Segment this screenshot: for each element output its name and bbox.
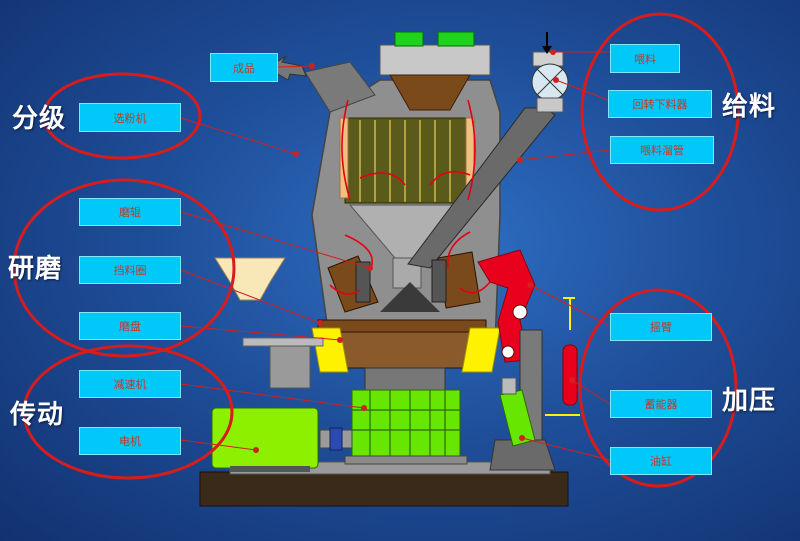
reducer-base <box>364 367 446 391</box>
ellipse-feed <box>580 12 740 212</box>
label-classifier: 选粉机 <box>79 103 181 132</box>
label-rocker-arm: 摇臂 <box>610 313 712 341</box>
label-feed-material: 喂料 <box>610 44 680 73</box>
ellipse-drive <box>22 344 234 480</box>
motor <box>211 407 319 469</box>
product-duct <box>304 61 376 113</box>
roller-hub-right <box>431 259 447 303</box>
group-pressure-label: 加压 <box>722 386 777 416</box>
ellipse-classify <box>42 72 202 160</box>
housing-top <box>379 44 491 76</box>
group-feed-label: 给料 <box>722 92 777 122</box>
label-accumulator: 蓄能器 <box>610 390 712 418</box>
label-roller: 磨辊 <box>79 198 181 226</box>
label-reducer: 减速机 <box>79 370 181 398</box>
reducer <box>351 389 461 459</box>
top-cap-right <box>437 31 475 47</box>
left-bracket <box>242 337 324 347</box>
label-retaining-ring: 挡料圈 <box>79 256 181 284</box>
right-stand <box>489 439 556 471</box>
yellow-flap-right <box>461 327 501 373</box>
ellipse-grind <box>12 178 236 358</box>
label-rotary-feeder: 回转下料器 <box>608 90 712 118</box>
material-pile <box>380 282 440 312</box>
top-cone <box>389 74 471 111</box>
group-grind-label: 研磨 <box>8 254 63 284</box>
label-feed-chute: 喂料溜管 <box>610 136 714 164</box>
label-motor: 电机 <box>79 427 181 455</box>
accumulator <box>562 344 578 406</box>
group-classify-label: 分级 <box>12 104 67 134</box>
group-drive-label: 传动 <box>10 400 65 430</box>
label-product: 成品 <box>210 53 278 82</box>
grinding-table <box>317 319 487 333</box>
reject-hopper <box>214 257 286 301</box>
top-cap-left <box>394 31 424 47</box>
roller-hub-left <box>355 261 371 303</box>
label-grinding-table: 磨盘 <box>79 312 181 340</box>
leader-lines <box>180 51 611 461</box>
left-support <box>269 345 311 389</box>
classifier-cage <box>344 117 471 204</box>
label-hydraulic-cylinder: 油缸 <box>610 447 712 475</box>
foundation <box>199 471 569 507</box>
ellipse-pressure <box>578 288 738 488</box>
